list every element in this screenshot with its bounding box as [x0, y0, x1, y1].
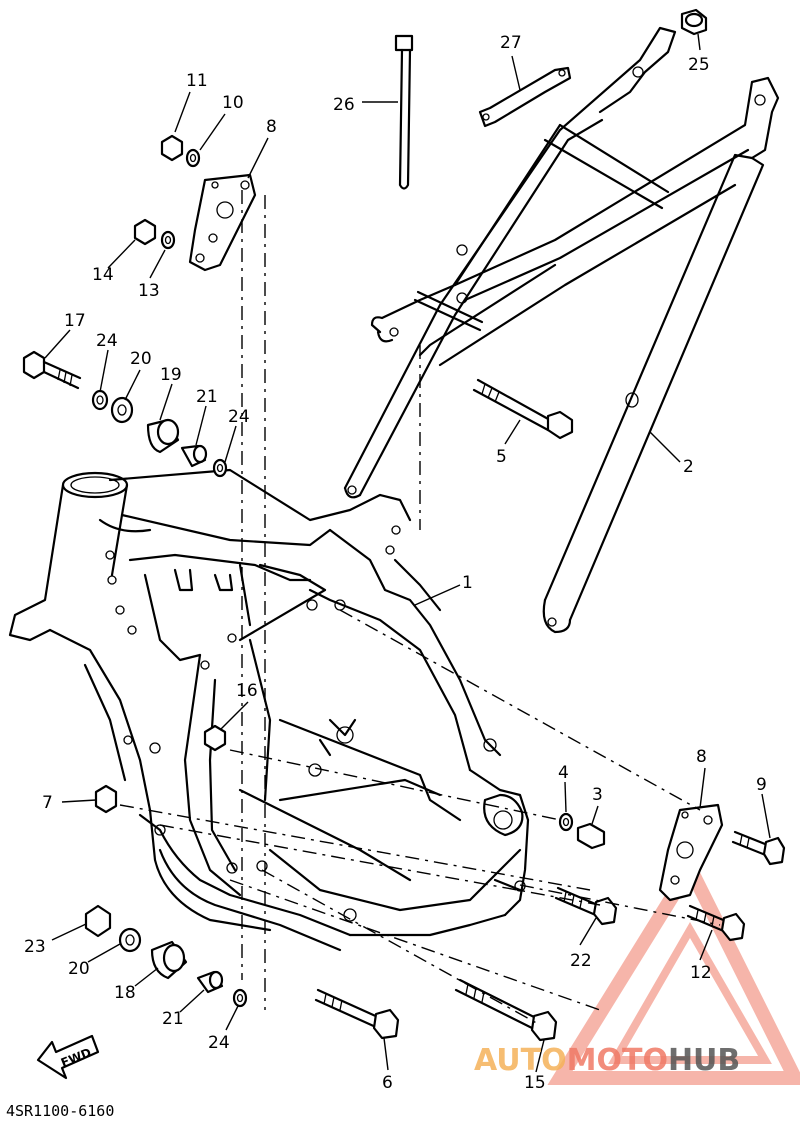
washer-24-lower [232, 988, 248, 1008]
engine-bracket-upper [188, 173, 257, 272]
washer-13 [160, 230, 176, 250]
callout-12: 12 [690, 963, 712, 983]
callout-7: 7 [42, 793, 53, 813]
watermark-hub: HUB [668, 1043, 740, 1078]
callout-23: 23 [24, 937, 46, 957]
collar-18 [150, 940, 188, 980]
bolt-3 [576, 822, 606, 850]
callout-19: 19 [160, 365, 182, 385]
cable-tie-26 [394, 34, 414, 190]
bushing-21-upper [180, 444, 208, 468]
callout-17: 17 [64, 311, 86, 331]
bolt-5 [472, 378, 574, 440]
callout-21-lower: 21 [162, 1009, 184, 1029]
callout-10: 10 [222, 93, 244, 113]
washer-4 [558, 812, 574, 832]
callout-20-upper: 20 [130, 349, 152, 369]
leader-lines [44, 33, 771, 1073]
watermark-logo [547, 853, 800, 1085]
callout-11: 11 [186, 71, 208, 91]
bolt-22 [554, 886, 618, 926]
callout-6: 6 [382, 1073, 393, 1093]
collar-19 [146, 418, 180, 454]
nut-7 [94, 784, 118, 814]
bolt-15 [454, 978, 558, 1042]
callout-18: 18 [114, 983, 136, 1003]
washer-10 [185, 148, 201, 168]
callout-labels: 1 2 3 4 5 6 7 8 8 9 10 11 12 13 14 15 16… [24, 33, 767, 1093]
callout-8-upper: 8 [266, 117, 277, 137]
washer-24-upper [91, 389, 109, 411]
callout-27: 27 [500, 33, 522, 53]
callout-22: 22 [570, 951, 592, 971]
callout-21-upper: 21 [196, 387, 218, 407]
nut-11 [160, 134, 184, 162]
assembly-center-lines [119, 190, 721, 1026]
bracket-27 [478, 66, 572, 128]
bolt-17 [22, 350, 82, 390]
nut-23 [84, 904, 112, 938]
watermark-auto: AUTO [474, 1043, 567, 1078]
callout-8-lower: 8 [696, 747, 707, 767]
callout-1: 1 [462, 573, 473, 593]
nut-16 [203, 724, 227, 752]
fwd-arrow-icon: FWD [36, 1034, 100, 1080]
callout-15: 15 [524, 1073, 546, 1093]
nut-20-upper [110, 396, 134, 424]
callout-2: 2 [683, 457, 694, 477]
watermark-moto: MOTO [567, 1043, 668, 1078]
callout-3: 3 [592, 785, 603, 805]
nut-14 [133, 218, 157, 246]
rear-subframe [343, 26, 780, 634]
bolt-6 [314, 988, 400, 1040]
callout-26: 26 [333, 95, 355, 115]
callout-9: 9 [756, 775, 767, 795]
bolt-12 [686, 904, 746, 942]
callout-13: 13 [138, 281, 160, 301]
svg-text:AUTOMOTOHUB: AUTOMOTOHUB [474, 1043, 740, 1078]
callout-24-top: 24 [96, 331, 118, 351]
nut-25 [680, 8, 708, 36]
engine-bracket-lower [658, 803, 724, 902]
callout-24-bottom: 24 [208, 1033, 230, 1053]
callout-24-mid: 24 [228, 407, 250, 427]
watermark-text: AUTOMOTOHUB [474, 1043, 740, 1078]
callout-20-lower: 20 [68, 959, 90, 979]
nut-20-lower [118, 927, 142, 953]
callout-5: 5 [496, 447, 507, 467]
bolt-9 [731, 830, 786, 866]
callout-14: 14 [92, 265, 114, 285]
bushing-21-lower [196, 970, 224, 994]
washer-24-mid [212, 458, 228, 478]
callout-4: 4 [558, 763, 569, 783]
callout-25: 25 [688, 55, 710, 75]
diagram-part-code: 4SR1100-6160 [6, 1102, 114, 1120]
callout-16: 16 [236, 681, 258, 701]
